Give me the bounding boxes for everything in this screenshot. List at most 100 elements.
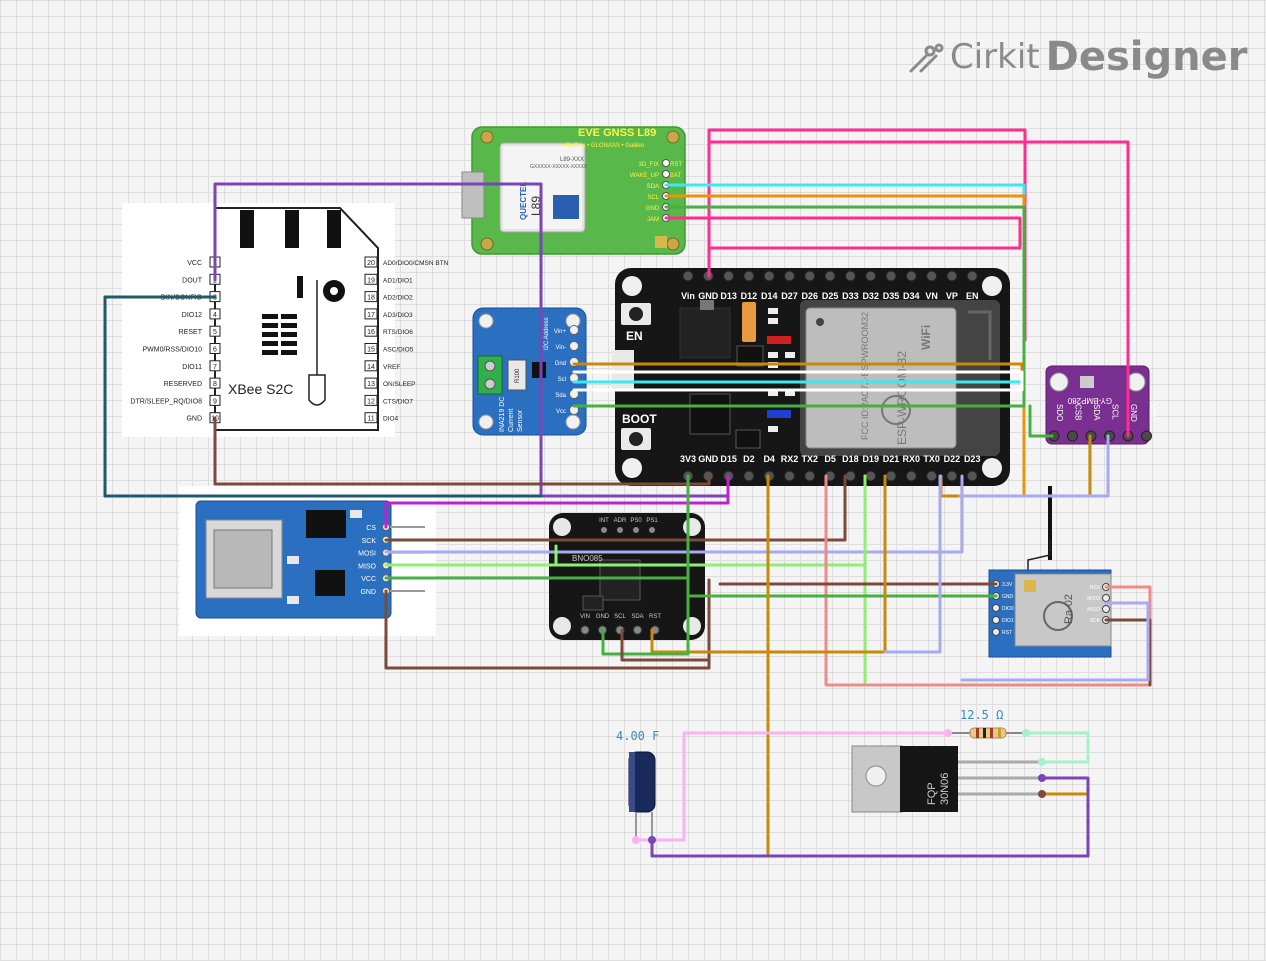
xbee-pin-box[interactable]: [364, 394, 378, 406]
esp32-top-pin[interactable]: [723, 270, 735, 282]
ina219-pin-label: Vin-: [555, 345, 566, 351]
esp32-bottom-pin[interactable]: [784, 470, 795, 482]
xbee-pin-box[interactable]: [364, 273, 378, 285]
esp32-bottom-pin[interactable]: [885, 470, 897, 482]
esp32-bottom-pin[interactable]: [743, 470, 755, 482]
sd-pin-label: MOSI: [358, 551, 376, 558]
gnss-pin[interactable]: [662, 159, 670, 167]
ina219-addr-label: I2C Address: [544, 317, 550, 350]
esp32-bottom-pin[interactable]: [844, 470, 856, 482]
lora-pin-label: MISO: [1087, 607, 1100, 613]
xbee-pin-box[interactable]: [364, 377, 378, 389]
esp32-top-pin[interactable]: [784, 270, 795, 282]
gnss-pin[interactable]: [662, 170, 670, 178]
xbee-pin-number: 18: [367, 295, 375, 302]
gnss-pin-label: SDA: [647, 184, 659, 190]
esp32-top-pin[interactable]: [844, 270, 856, 282]
xbee-pin-box[interactable]: [364, 256, 378, 268]
lora-pin-label: DIO0: [1002, 606, 1014, 612]
esp32-top-pin[interactable]: [966, 270, 978, 282]
esp32-top-pin-label: D33: [842, 291, 859, 301]
xbee-pin-box[interactable]: [209, 325, 221, 337]
esp32-top-pin[interactable]: [743, 270, 755, 282]
esp32-top-pin[interactable]: [905, 270, 917, 282]
esp32-top-pin-label: D25: [822, 291, 839, 301]
esp32-bottom-pin[interactable]: [966, 470, 978, 482]
bno085-top-pin[interactable]: [633, 527, 639, 533]
bmp280-pin[interactable]: [1141, 430, 1152, 442]
bno085-bottom-pin-label: RST: [649, 614, 661, 620]
esp32-top-pin[interactable]: [763, 270, 775, 282]
esp32-top-pin[interactable]: [824, 270, 836, 282]
xbee-pin-box[interactable]: [364, 291, 378, 303]
xbee-pin-box[interactable]: [209, 308, 221, 320]
xbee-pin-box[interactable]: [364, 343, 378, 354]
xbee-pin-box[interactable]: [209, 343, 221, 354]
bno085-chip-label: BNO085: [572, 554, 603, 563]
xbee-pin-box[interactable]: [209, 377, 221, 389]
brand-name: Cirkit: [950, 37, 1040, 77]
bno085-bottom-pin[interactable]: [633, 625, 642, 635]
resistor[interactable]: 12.5 Ω: [944, 708, 1030, 739]
xbee-pin-box[interactable]: [209, 360, 221, 372]
xbee-pin-box[interactable]: [364, 412, 378, 424]
gnss-maker: QUECTEL: [519, 182, 528, 220]
ina219-pin[interactable]: [569, 341, 579, 351]
esp32-bottom-pin-label: RX0: [903, 454, 921, 464]
esp32-bottom-pin-label: D5: [824, 454, 836, 464]
esp32-bottom-pin[interactable]: [946, 470, 958, 482]
esp32-bottom-pin[interactable]: [926, 470, 938, 482]
wire-pink-bmp-vcc: [708, 140, 1130, 438]
capacitor[interactable]: 4.00 F: [616, 729, 659, 844]
esp32-top-pin-label: D26: [802, 291, 819, 301]
ina219-pin[interactable]: [569, 325, 579, 335]
esp32-en-button[interactable]: EN: [626, 329, 643, 343]
gnss-l89-board[interactable]: EVE GNSS L89 • BeiDou • GLONASS • Galile…: [461, 126, 686, 255]
esp32-bottom-pin[interactable]: [905, 470, 917, 482]
xbee-pin-box[interactable]: [364, 308, 378, 320]
esp32-top-pin[interactable]: [804, 270, 816, 282]
esp32-top-pin[interactable]: [885, 270, 897, 282]
esp32-bottom-pin[interactable]: [865, 470, 877, 482]
xbee-pin-number: 15: [367, 347, 375, 354]
lora-left-pin[interactable]: [992, 628, 1000, 636]
esp32-boot-button[interactable]: BOOT: [622, 412, 657, 426]
lora-right-pin[interactable]: [1102, 594, 1110, 602]
lora-left-pin[interactable]: [992, 616, 1000, 624]
esp32-top-pin[interactable]: [682, 270, 694, 282]
bno085-bottom-pin-label: GND: [596, 614, 610, 620]
bmp280-pin-label: GND: [1129, 404, 1138, 422]
bmp280-pin[interactable]: [1067, 430, 1078, 442]
gnss-pin-label: JAM: [647, 217, 659, 223]
ina219-pin-label: Scl: [558, 377, 566, 383]
xbee-pin-box[interactable]: [364, 325, 378, 337]
lora-right-pin[interactable]: [1102, 605, 1110, 613]
bno085-bottom-pin[interactable]: [580, 625, 590, 635]
xbee-pin-box[interactable]: [209, 394, 221, 406]
lora-pin-label: DIO1: [1002, 618, 1014, 624]
esp32-top-pin[interactable]: [926, 270, 938, 282]
sd-pin-label: GND: [360, 589, 376, 596]
xbee-pin-box[interactable]: [364, 360, 378, 372]
bno085-top-pin[interactable]: [649, 527, 655, 533]
ina219-board[interactable]: R100 INA219 DC Current Sensor I2C Addres…: [472, 307, 587, 436]
bno085-top-pin[interactable]: [617, 527, 623, 533]
esp32-bottom-pin[interactable]: [804, 470, 816, 482]
ina219-pin-label: Sda: [555, 393, 566, 399]
mosfet-fqp30n06[interactable]: FQP 30N06: [851, 745, 1046, 813]
wire-brown-sd-sck: [384, 474, 847, 542]
bno085-top-pin[interactable]: [601, 527, 607, 533]
esp32-devkit-board[interactable]: ESP-WROOM-32 FCC ID:2AC7Z-ESPWROOM32 WiF…: [612, 268, 1010, 486]
lora-left-pin[interactable]: [992, 604, 1000, 612]
xbee-pin-number: 9: [213, 398, 217, 405]
wire-lavender-sd-mosi: [384, 474, 964, 554]
esp32-top-pin[interactable]: [946, 270, 958, 282]
ina219-shunt-label: R100: [515, 368, 521, 383]
esp32-top-pin[interactable]: [865, 270, 877, 282]
